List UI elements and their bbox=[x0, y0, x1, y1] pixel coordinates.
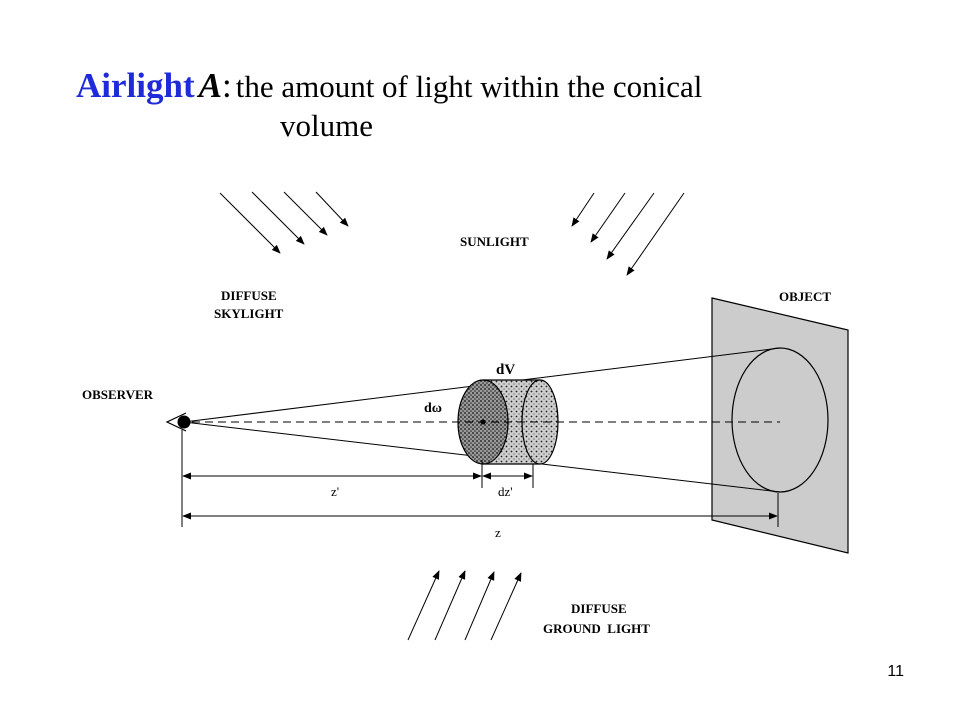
label-observer: OBSERVER bbox=[82, 387, 154, 402]
diffuse-skylight-arrows bbox=[219, 191, 349, 254]
label-diffuse-ground-1: DIFFUSE bbox=[571, 601, 627, 616]
slide-title: Airlight A: the amount of light within t… bbox=[76, 66, 936, 144]
label-dv: dV bbox=[496, 362, 515, 378]
observer-eye bbox=[165, 412, 486, 432]
page-number: 11 bbox=[887, 663, 904, 680]
title-variable: A bbox=[198, 66, 222, 105]
sunlight-arrows bbox=[571, 192, 685, 276]
title-colon: : bbox=[221, 66, 232, 105]
diffuse-ground-arrows bbox=[407, 570, 522, 641]
title-description-line2: volume bbox=[280, 108, 373, 143]
label-diffuse-ground-2: GROUND LIGHT bbox=[543, 621, 650, 636]
label-diffuse-skylight-1: DIFFUSE bbox=[221, 288, 277, 303]
title-description-line1: the amount of light within the conical bbox=[235, 69, 703, 104]
label-sunlight: SUNLIGHT bbox=[460, 234, 529, 249]
label-dz-prime: dz' bbox=[498, 484, 513, 499]
label-object: OBJECT bbox=[779, 289, 831, 304]
label-diffuse-skylight-2: SKYLIGHT bbox=[214, 306, 284, 321]
label-z-prime: z' bbox=[331, 484, 339, 499]
title-keyword: Airlight bbox=[76, 66, 195, 105]
dimension-arrows bbox=[182, 472, 778, 520]
object-plane bbox=[711, 297, 849, 554]
label-z: z bbox=[495, 525, 501, 540]
dimension-extension-lines bbox=[181, 430, 779, 527]
label-d-omega: dω bbox=[424, 401, 442, 416]
